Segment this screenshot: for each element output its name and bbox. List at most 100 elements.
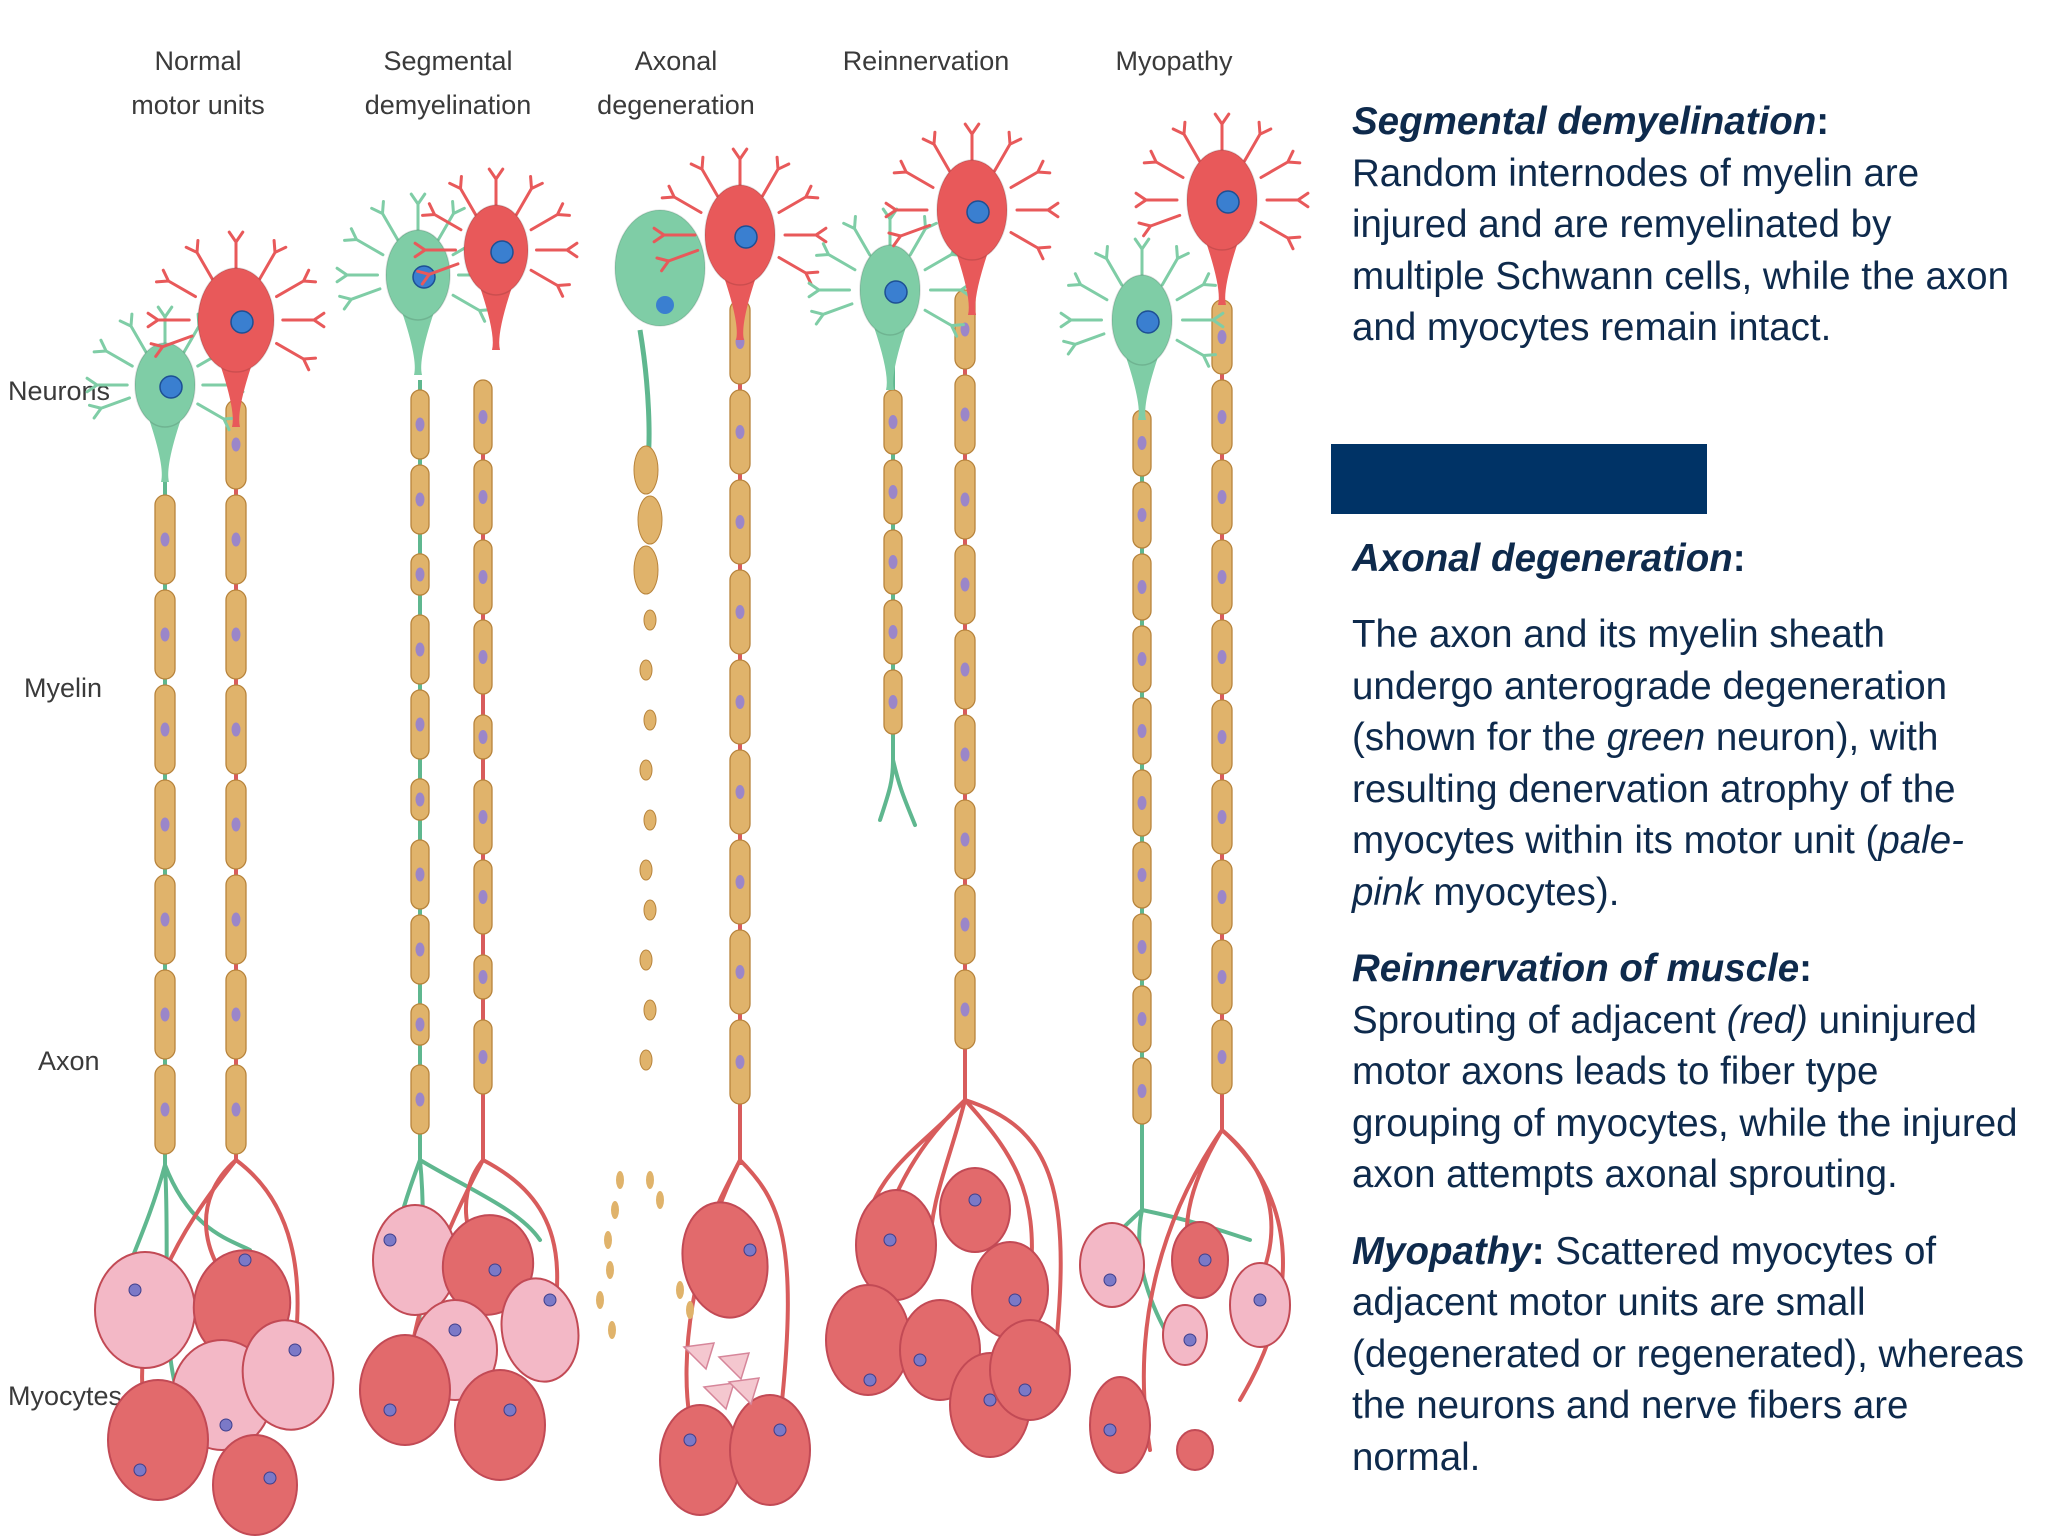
myelin-debris <box>604 1231 612 1249</box>
column-titles: Normal motor units Segmental demyelinati… <box>131 46 1233 120</box>
axon-hillock <box>480 287 512 350</box>
dendrite <box>413 241 457 259</box>
schwann-nucleus <box>1217 330 1227 344</box>
myocyte-nucleus <box>488 1263 502 1277</box>
myocyte-nucleus <box>543 1293 557 1307</box>
schwann-nucleus <box>231 912 241 927</box>
schwann-nucleus <box>960 492 970 507</box>
schwann-nucleus <box>160 722 170 737</box>
dendrite <box>892 159 935 189</box>
dendrite <box>652 226 697 244</box>
dendrite <box>421 202 463 232</box>
dendrite <box>1213 112 1231 157</box>
myocyte-nucleus <box>133 1463 147 1477</box>
axon-hillock <box>402 312 434 375</box>
myocyte-nucleus <box>863 1373 877 1387</box>
schwann-nucleus <box>735 875 745 889</box>
myocyte <box>1079 1222 1145 1308</box>
axonal-heading: Axonal degeneration <box>1352 536 1733 580</box>
myocyte <box>681 1201 769 1319</box>
myocyte <box>729 1394 811 1506</box>
schwann-nucleus <box>888 555 898 569</box>
dendrite <box>1259 149 1302 179</box>
myocyte <box>359 1334 451 1446</box>
myocyte-nucleus <box>1103 1423 1117 1437</box>
schwann-nucleus <box>478 490 488 504</box>
neuron-nucleus <box>1216 190 1240 214</box>
column-title-myopathy: Myopathy <box>1115 46 1233 76</box>
schwann-nucleus <box>960 917 970 932</box>
schwann-nucleus <box>160 532 170 547</box>
schwann-nucleus <box>1137 1084 1147 1098</box>
myelin-debris <box>596 1291 604 1309</box>
dendrite <box>227 230 245 275</box>
dendrite <box>783 226 828 244</box>
schwann-nucleus <box>960 1002 970 1017</box>
schwann-nucleus <box>415 1017 425 1032</box>
dendrite <box>923 308 965 338</box>
dendrite <box>535 241 579 259</box>
myelin-debris <box>639 659 653 681</box>
dendrite <box>963 122 981 167</box>
atrophic-myocyte <box>702 1382 736 1411</box>
myocyte <box>939 1167 1011 1253</box>
motor-unit-pathology-diagram: Normal motor units Segmental demyelinati… <box>8 46 1310 1536</box>
axonal-body-3: myocytes). <box>1422 870 1620 914</box>
schwann-nucleus <box>231 437 241 452</box>
segmental-body: Random internodes of myelin are injured … <box>1352 151 2009 350</box>
myocyte-nucleus <box>503 1403 517 1417</box>
nerve-branch <box>858 1098 1063 1402</box>
myelin-debris <box>639 759 653 781</box>
myelin-debris <box>643 999 657 1021</box>
text-panel: Segmental demyelination: Random internod… <box>1352 96 2032 1483</box>
schwann-nucleus <box>1137 1012 1147 1026</box>
myocyte-nucleus <box>128 1283 142 1297</box>
row-label-neurons: Neurons <box>8 376 110 406</box>
dendrite <box>689 155 719 198</box>
schwann-nucleus <box>1137 724 1147 738</box>
dendrite <box>154 268 197 299</box>
myelin-debris <box>639 949 653 971</box>
myelin-debris <box>616 1171 624 1189</box>
dendrite <box>761 155 791 198</box>
myocyte-nucleus <box>1253 1293 1267 1307</box>
myocyte <box>212 1434 298 1536</box>
schwann-nucleus <box>160 1007 170 1022</box>
atrophic-myocyte <box>682 1342 716 1371</box>
axonal-body: The axon and its myelin sheath undergo a… <box>1352 609 2032 918</box>
schwann-nucleus <box>888 415 898 429</box>
segmental-heading: Segmental demyelination <box>1352 100 1817 143</box>
dendrite <box>1243 120 1273 163</box>
dendrite <box>1160 245 1190 287</box>
neuron-nucleus <box>230 310 254 334</box>
schwann-nucleus <box>231 1007 241 1022</box>
schwann-nucleus <box>735 605 745 619</box>
dendrite <box>887 223 932 248</box>
dendrite <box>777 256 820 286</box>
myocyte <box>454 1369 546 1481</box>
schwann-nucleus <box>478 570 488 584</box>
neuron-nucleus <box>159 375 183 399</box>
dendrite <box>118 312 148 354</box>
myopathy-section: Myopathy: Scattered myocytes of adjacent… <box>1352 1226 2032 1484</box>
myocyte-nucleus <box>883 1233 897 1247</box>
myelin-debris <box>633 545 659 595</box>
myopathy-heading: Myopathy <box>1352 1229 1532 1273</box>
atrophic-myocyte <box>717 1352 751 1381</box>
dendrite <box>731 147 749 192</box>
axon-hillock <box>1126 357 1158 420</box>
myocyte <box>107 1379 209 1501</box>
myocyte-nucleus <box>448 1323 462 1337</box>
schwann-nucleus <box>960 662 970 677</box>
schwann-nucleus <box>735 785 745 799</box>
reinnervation-body-2: uninjured motor axons leads to fiber typ… <box>1352 998 2018 1197</box>
dendrite <box>1142 149 1185 179</box>
schwann-nucleus <box>960 747 970 762</box>
column-title-segmental-line1: Segmental <box>383 46 512 76</box>
schwann-nucleus <box>478 890 488 904</box>
dendrite <box>92 338 134 368</box>
myelin-debris <box>639 1049 653 1071</box>
schwann-nucleus <box>1217 730 1227 744</box>
schwann-nucleus <box>735 425 745 439</box>
dendrite <box>436 200 466 242</box>
